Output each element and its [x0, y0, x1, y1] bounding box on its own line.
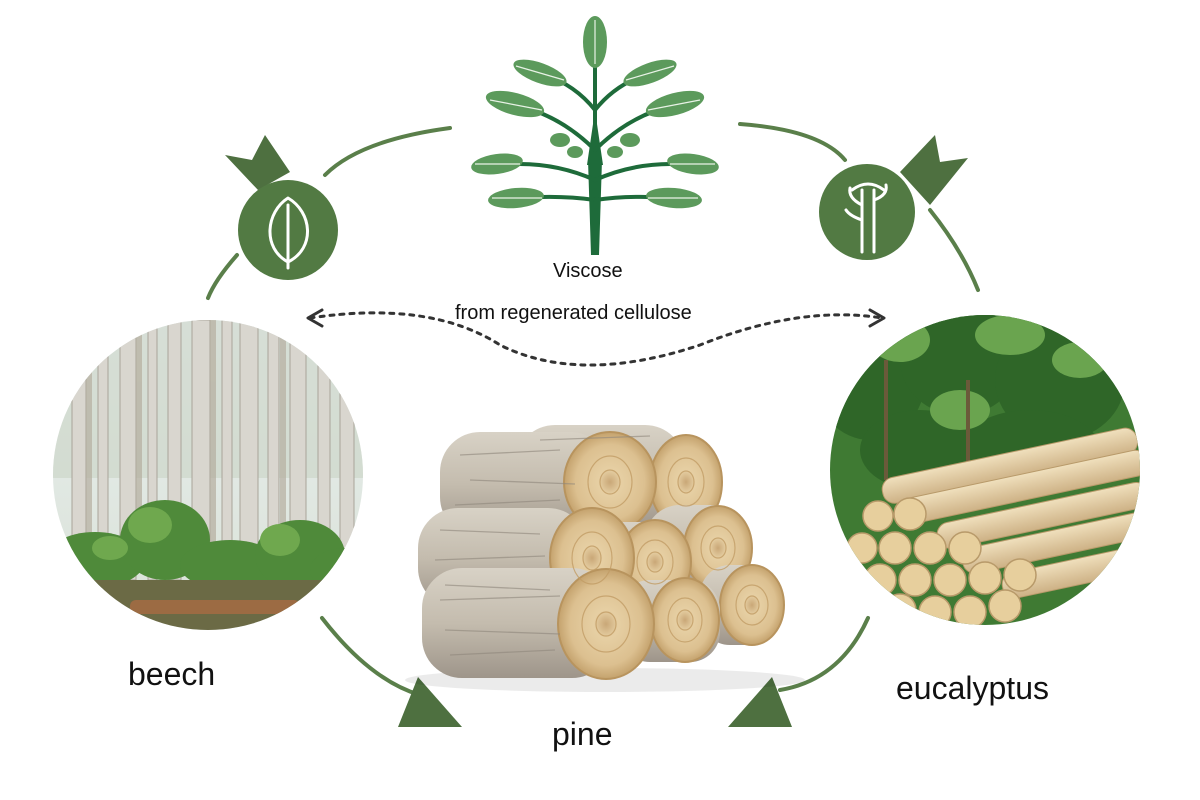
arc-top-right — [738, 122, 847, 162]
eucalyptus-plantation-photo — [830, 315, 1140, 625]
cycle-arcs — [206, 122, 980, 697]
beech-forest-photo — [53, 320, 363, 630]
eucalyptus-poles — [846, 427, 1140, 625]
eucalyptus-label: eucalyptus — [896, 670, 1049, 706]
arc-top-left — [323, 126, 452, 177]
chevron-arrow-left — [225, 135, 290, 190]
leaf-badge — [238, 180, 338, 280]
arrowhead-bottom-right — [728, 677, 792, 727]
log — [422, 568, 655, 680]
viscose-subtitle: from regenerated cellulose — [455, 302, 692, 324]
viscose-title: Viscose — [553, 260, 623, 282]
tree-icon — [471, 16, 719, 255]
arc-bottom-right — [778, 616, 870, 692]
pine-label: pine — [552, 716, 613, 752]
arc-bottom-left — [320, 616, 422, 697]
arrowheads — [225, 135, 968, 727]
stacked-logs-photo — [405, 425, 805, 692]
tree-trunk-icon — [844, 182, 888, 254]
dotted-arrow-heads — [306, 308, 886, 328]
beech-label: beech — [128, 656, 216, 692]
dotted-double-arrow — [308, 311, 884, 367]
leaf-icon — [268, 196, 309, 270]
chevron-arrow-right — [900, 135, 968, 205]
arc-left — [206, 253, 239, 300]
arc-right — [928, 208, 980, 292]
arrowhead-bottom-left — [398, 677, 462, 727]
trunk-badge — [819, 164, 915, 260]
